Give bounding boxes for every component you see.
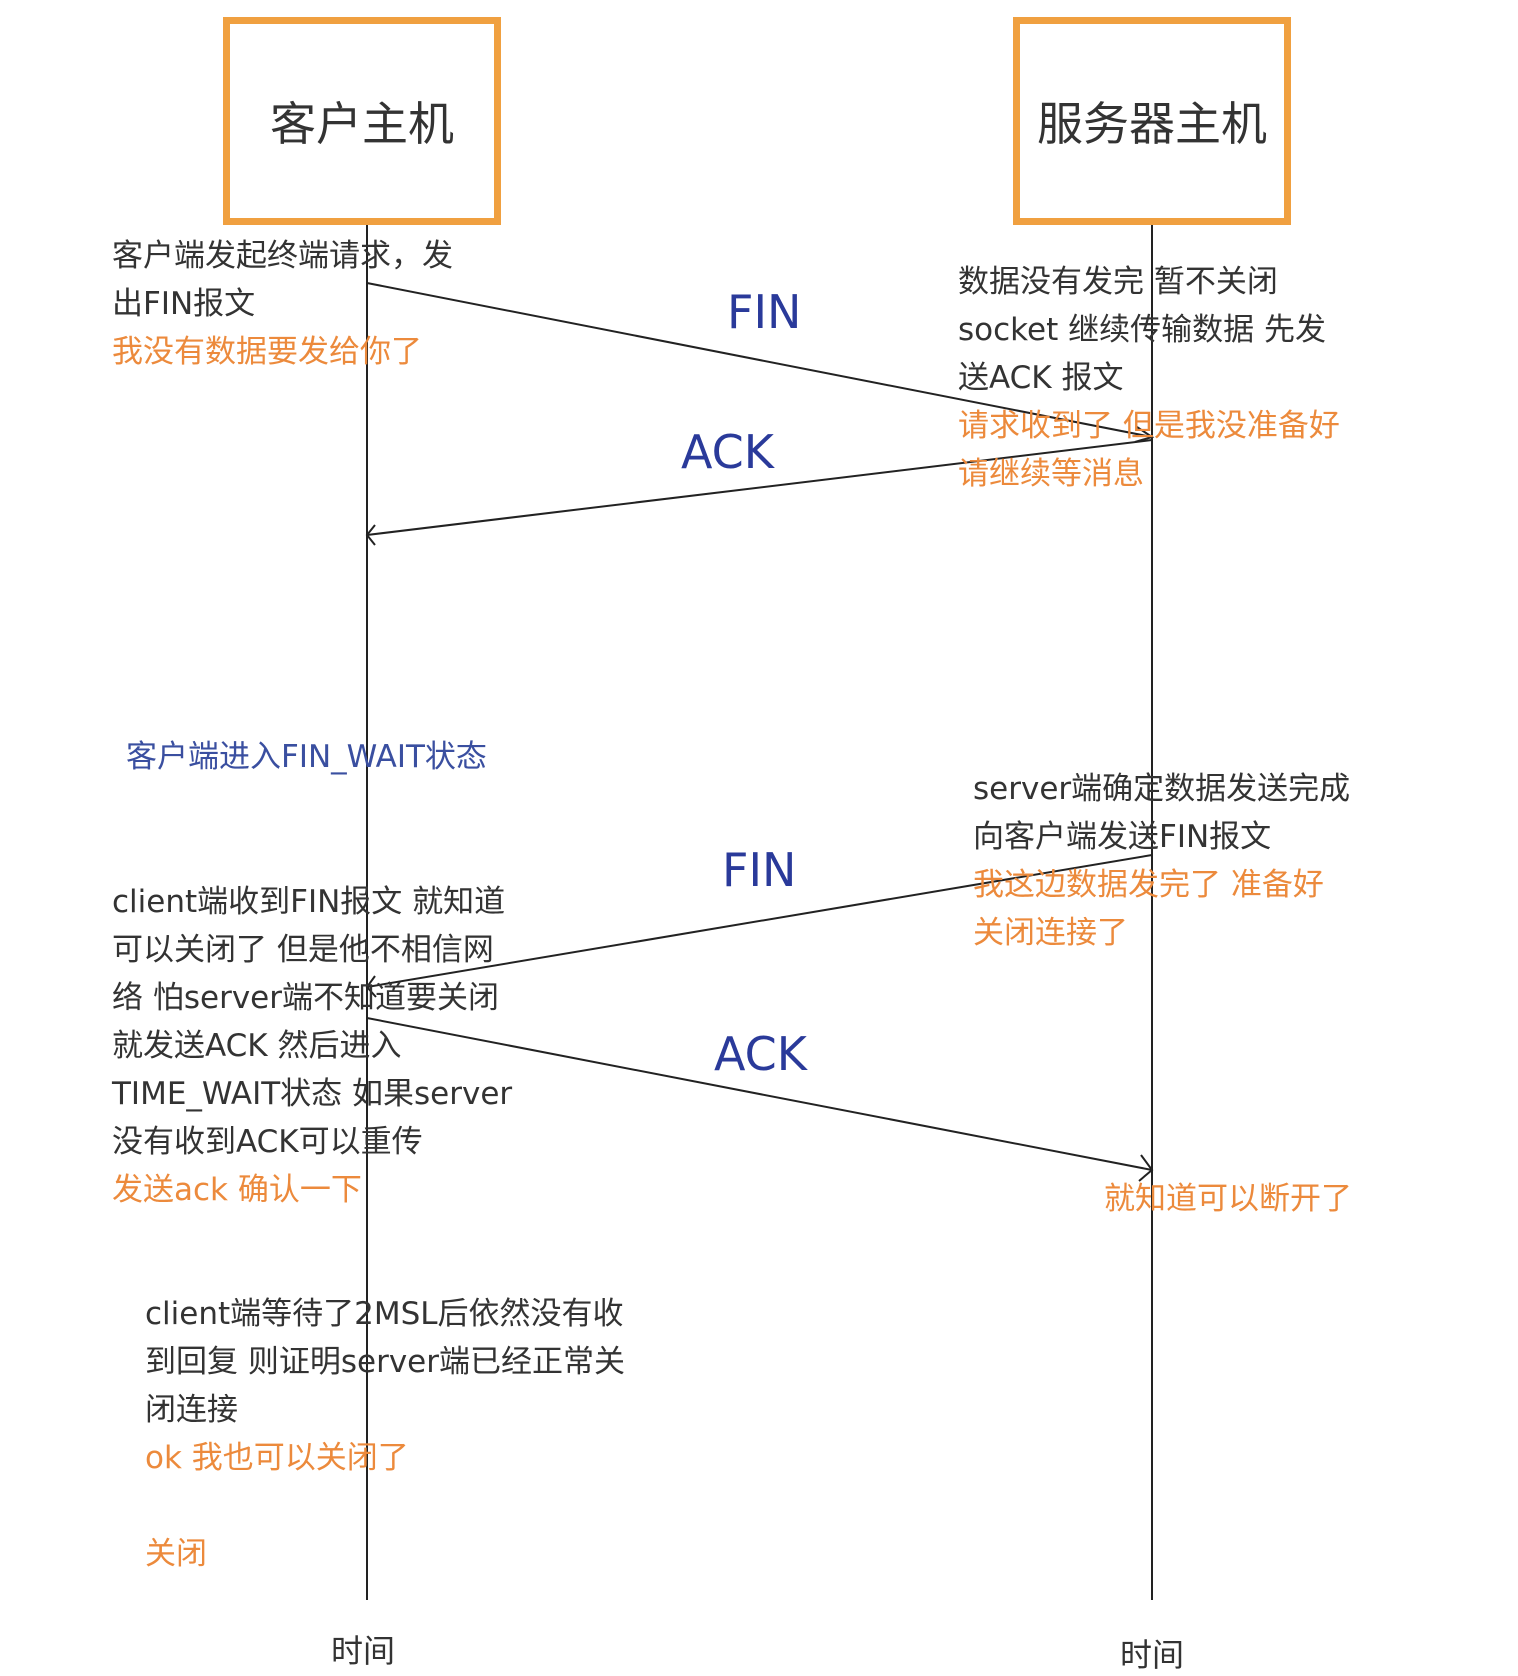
client-request-note: 客户端发起终端请求，发 出FIN报文 我没有数据要发给你了 [112,232,453,376]
server-host-box: 服务器主机 [1013,17,1291,225]
note-line: 络 怕server端不知道要关闭 [112,980,499,1016]
arrowhead-fin-1 [1134,426,1155,443]
client-time-wait-note: client端收到FIN报文 就知道 可以关闭了 但是他不相信网 络 怕serv… [112,878,512,1214]
note-line: 向客户端发送FIN报文 [973,819,1272,855]
note-line: 客户端发起终端请求，发 [112,238,453,274]
note-line: 出FIN报文 [112,286,256,322]
server-done-note: server端确定数据发送完成 向客户端发送FIN报文 我这边数据发完了 准备好… [973,765,1350,957]
message-label-ack-2: ACK [714,1027,807,1081]
client-2msl-note: client端等待了2MSL后依然没有收 到回复 则证明server端已经正常关… [145,1290,625,1482]
arrowhead-ack-1 [365,524,376,546]
note-line: 送ACK 报文 [958,360,1124,396]
server-time-axis-label: 时间 [1120,1636,1185,1674]
note-caption: 我没有数据要发给你了 [112,334,422,370]
note-line: server端确定数据发送完成 [973,771,1351,807]
message-label-fin-2: FIN [722,843,797,897]
arrow-ack-2 [366,1017,1153,1171]
note-line: TIME_WAIT状态 如果server [112,1076,513,1112]
note-caption: 请继续等消息 [958,456,1144,492]
client-closed-note: 关闭 [145,1530,207,1578]
note-caption: ok 我也可以关闭了 [145,1440,409,1476]
note-line: 闭连接 [145,1392,238,1428]
note-line: client端等待了2MSL后依然没有收 [145,1296,624,1332]
client-time-axis-label: 时间 [331,1632,396,1670]
note-caption: 关闭连接了 [973,915,1128,951]
server-not-done-note: 数据没有发完 暂不关闭 socket 继续传输数据 先发 送ACK 报文 请求收… [958,258,1340,498]
client-host-box: 客户主机 [223,17,501,225]
note-caption: 发送ack 确认一下 [112,1172,362,1208]
message-label-ack-1: ACK [681,425,774,479]
note-line: 就发送ACK 然后进入 [112,1028,402,1064]
server-close-note: 就知道可以断开了 [1104,1175,1352,1223]
status-text-fin-wait: 客户端进入FIN_WAIT状态 [126,739,487,775]
note-line: 没有收到ACK可以重传 [112,1124,423,1160]
arrow-fin-2 [366,854,1153,988]
arrow-fin-1 [366,282,1153,438]
note-caption: 关闭 [145,1536,207,1572]
note-line: 数据没有发完 暂不关闭 [958,264,1278,300]
note-caption: 我这边数据发完了 准备好 [973,867,1324,903]
note-caption: 就知道可以断开了 [1104,1181,1352,1217]
note-line: client端收到FIN报文 就知道 [112,884,506,920]
client-fin-wait-note: 客户端进入FIN_WAIT状态 [126,733,487,781]
client-host-label: 客户主机 [270,97,454,151]
arrow-ack-1 [366,439,1153,536]
note-caption: 请求收到了 但是我没准备好 [958,408,1340,444]
server-host-label: 服务器主机 [1037,97,1267,151]
arrowhead-fin-2 [365,975,377,998]
note-line: 可以关闭了 但是他不相信网 [112,932,494,968]
arrowhead-ack-2 [1138,1154,1154,1182]
message-label-fin-1: FIN [727,285,802,339]
note-line: 到回复 则证明server端已经正常关 [145,1344,625,1380]
note-line: socket 继续传输数据 先发 [958,312,1326,348]
